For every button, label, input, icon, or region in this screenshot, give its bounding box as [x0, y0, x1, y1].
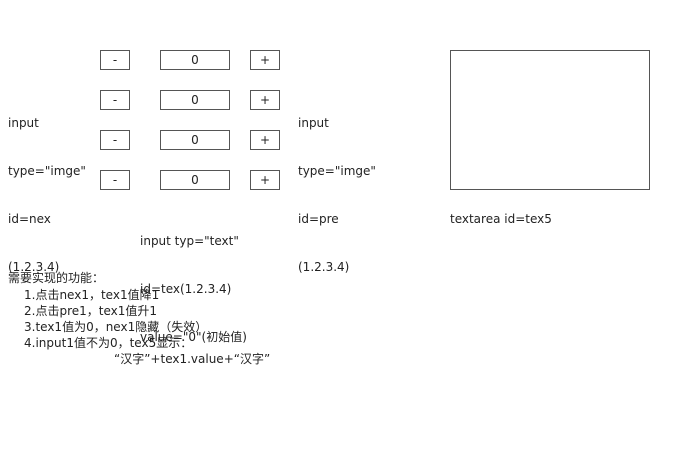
increment-button-4[interactable]: +	[250, 170, 280, 190]
value-input-3[interactable]	[160, 130, 230, 150]
nex-annotation-line: (1.2.3.4)	[8, 260, 60, 274]
pre-annotation-line: (1.2.3.4)	[298, 260, 350, 274]
decrement-button-4[interactable]: -	[100, 170, 130, 190]
decrement-button-1[interactable]: -	[100, 50, 130, 70]
value-input-2[interactable]	[160, 90, 230, 110]
decrement-button-3[interactable]: -	[100, 130, 130, 150]
tex-annotation-line: value="0"(初始值)	[140, 330, 247, 344]
nex-annotation-line: id=nex	[8, 212, 51, 226]
increment-button-1[interactable]: +	[250, 50, 280, 70]
pre-annotation-line: type="imge"	[298, 164, 376, 178]
pre-annotation: input type="imge" id=pre (1.2.3.4)	[298, 83, 376, 291]
increment-button-3[interactable]: +	[250, 130, 280, 150]
requirement-continuation: “汉字”+tex1.value+“汉字”	[114, 352, 271, 366]
requirement-item: 4.input1值不为0，tex5显示：	[24, 336, 193, 350]
tex-annotation-line: input typ="text"	[140, 234, 239, 248]
increment-button-2[interactable]: +	[250, 90, 280, 110]
decrement-button-2[interactable]: -	[100, 90, 130, 110]
nex-annotation-line: input	[8, 116, 39, 130]
requirements-title: 需要实现的功能：	[8, 271, 105, 285]
nex-annotation-line: type="imge"	[8, 164, 86, 178]
requirement-item: 2.点击pre1，tex1值升1	[24, 304, 158, 318]
tex-annotation: input typ="text" id=tex(1.2.3.4) value="…	[140, 201, 247, 361]
nex-annotation: input type="imge" id=nex (1.2.3.4)	[8, 83, 86, 291]
requirement-item: 3.tex1值为0，nex1隐藏（失效）	[24, 320, 208, 334]
textarea-annotation: textarea id=tex5	[450, 212, 552, 226]
value-input-1[interactable]	[160, 50, 230, 70]
result-textarea[interactable]	[450, 50, 650, 190]
value-input-4[interactable]	[160, 170, 230, 190]
pre-annotation-line: id=pre	[298, 212, 339, 226]
pre-annotation-line: input	[298, 116, 329, 130]
tex-annotation-line: id=tex(1.2.3.4)	[140, 282, 232, 296]
requirement-item: 1.点击nex1，tex1值降1	[24, 288, 160, 302]
